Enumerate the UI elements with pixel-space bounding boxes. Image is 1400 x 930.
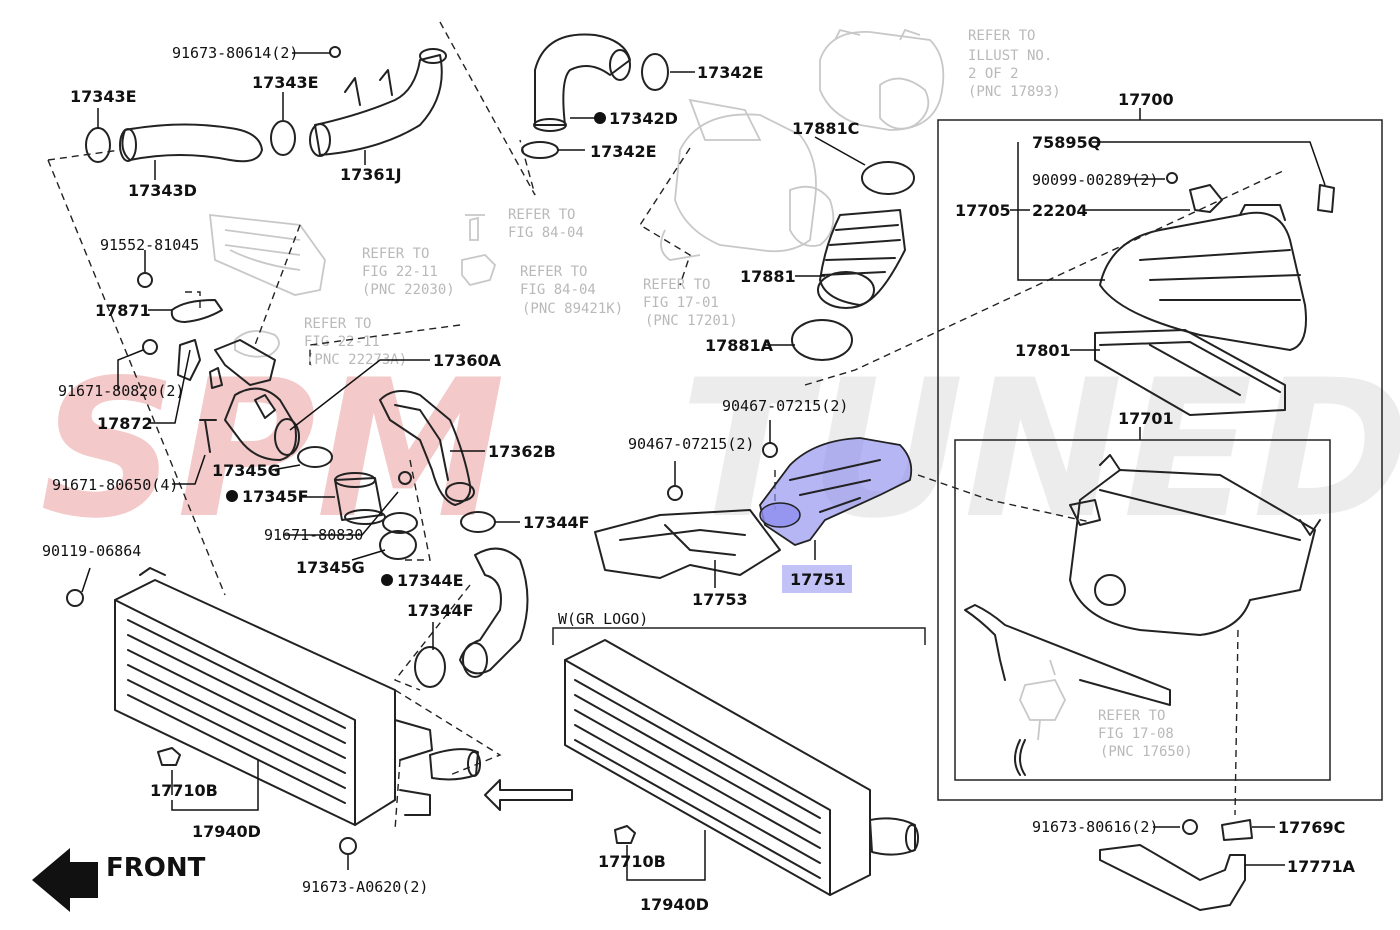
ref-fig2211b-line2: FIG 22-11 [304,334,380,350]
label-17769c: 17769C [1278,818,1345,837]
label-91673-a0620: 91673-A0620(2) [302,878,428,896]
gr-logo-bracket [552,627,926,645]
ref-fig1708-line3: (PNC 17650) [1100,744,1193,760]
label-91671-80830: 91671-80830 [264,526,363,544]
label-17360a: 17360A [433,351,502,370]
part-drawings [32,33,1335,912]
ref-fig2211a-line2: FIG 22-11 [362,264,438,280]
part-labels: 91673-80614(2) 17343E 17343E 17343D 1736… [42,44,1356,914]
label-90467-07215-a: 90467-07215(2) [628,435,754,453]
front-label: FRONT [106,853,206,883]
airbox-assembly-frame [937,108,1383,801]
label-17343e-b: 17343E [252,73,319,92]
label-17710b-b: 17710B [598,852,666,871]
label-17940d-a: 17940D [192,822,261,841]
label-17342d: 17342D [609,109,678,128]
label-17771a: 17771A [1287,857,1356,876]
ref-fig8404b-line2: FIG 84-04 [520,282,596,298]
label-17342e-a: 17342E [697,63,764,82]
label-22204: 22204 [1032,201,1088,220]
ref-illust-line4: (PNC 17893) [968,84,1061,100]
label-17940d-b: 17940D [640,895,709,914]
label-17361j: 17361J [340,165,402,184]
ref-fig8404a-line1: REFER TO [508,207,575,223]
label-17751[interactable]: 17751 [790,570,846,589]
label-90467-07215-b: 90467-07215(2) [722,397,848,415]
reference-parts-grey [208,28,1067,741]
ref-illust-line3: 2 OF 2 [968,66,1019,82]
label-17710b-a: 17710B [150,781,218,800]
label-17343d: 17343D [128,181,197,200]
label-17362b: 17362B [488,442,556,461]
label-17342e-b: 17342E [590,142,657,161]
label-17881c: 17881C [792,119,859,138]
label-17344f-a: 17344F [523,513,590,532]
ref-fig8404b-line1: REFER TO [520,264,587,280]
ref-fig2211a-line3: (PNC 22030) [362,282,455,298]
label-91671-80650: 91671-80650(4) [52,476,178,494]
reference-notes: REFER TO ILLUST NO. 2 OF 2 (PNC 17893) R… [304,28,1193,760]
ref-illust-line1: REFER TO [968,28,1035,44]
label-17881: 17881 [740,267,796,286]
ref-illust-line2: ILLUST NO. [968,48,1052,64]
ref-fig2211a-line1: REFER TO [362,246,429,262]
label-17801: 17801 [1015,341,1071,360]
highlighted-part-17751[interactable] [759,437,913,593]
label-17345g-a: 17345G [212,461,281,480]
label-17343e-a: 17343E [70,87,137,106]
label-17345f: 17345F [242,487,309,506]
label-91552-81045: 91552-81045 [100,236,199,254]
ref-fig1701-line3: (PNC 17201) [645,313,738,329]
label-17881a: 17881A [705,336,774,355]
label-17345g-b: 17345G [296,558,365,577]
label-90119-06864: 90119-06864 [42,542,141,560]
ref-fig1708-line1: REFER TO [1098,708,1165,724]
label-w-gr-logo: W(GR LOGO) [558,610,648,628]
front-arrow-icon [32,848,98,912]
label-17344e: 17344E [397,571,464,590]
label-90099-00289: 90099-00289(2) [1032,171,1158,189]
label-17705: 17705 [955,201,1011,220]
ref-fig1701-line1: REFER TO [643,277,710,293]
ref-fig2211b-line1: REFER TO [304,316,371,332]
label-91673-80616: 91673-80616(2) [1032,818,1158,836]
label-17872: 17872 [97,414,153,433]
label-91673-80614: 91673-80614(2) [172,44,298,62]
label-17753: 17753 [692,590,748,609]
label-17871: 17871 [95,301,151,320]
ref-fig1701-line2: FIG 17-01 [643,295,719,311]
label-75895q: 75895Q [1032,133,1101,152]
ref-fig8404a-line2: FIG 84-04 [508,225,584,241]
dashed-guides [47,21,1286,831]
ref-fig1708-line2: FIG 17-08 [1098,726,1174,742]
label-17700: 17700 [1118,90,1174,109]
label-17344f-b: 17344F [407,601,474,620]
leader-lines [81,52,1326,881]
label-17701: 17701 [1118,409,1174,428]
ref-fig8404b-line3: (PNC 89421K) [522,301,623,317]
label-91671-80820: 91671-80820(2) [58,382,184,400]
ref-fig2211b-line3: (PNC 22273A) [306,352,407,368]
bullets [226,112,606,586]
